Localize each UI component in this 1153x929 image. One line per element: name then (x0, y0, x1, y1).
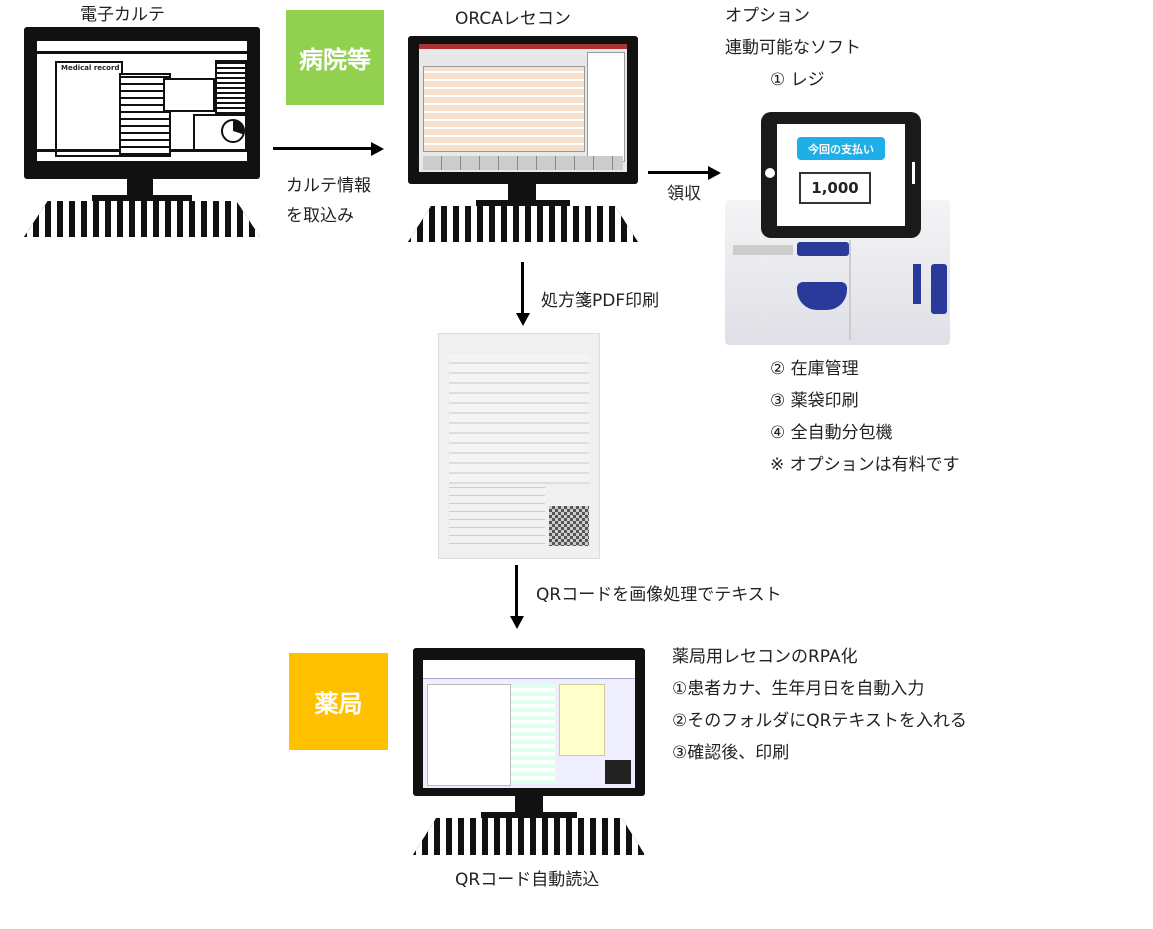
print-label: 処方箋PDF印刷 (541, 291, 660, 311)
arrow-orca-to-register (648, 171, 710, 174)
orca-title: ORCAレセコン (455, 9, 571, 29)
option-item-3: ③ 薬袋印刷 (770, 391, 859, 411)
arrow-emr-to-orca (273, 147, 373, 150)
register-tablet: 今回の支払い 1,000 (761, 112, 921, 238)
medical-record-heading: Medical record (61, 64, 120, 72)
arrow-prescription-to-pharmacy (515, 565, 518, 617)
pharmacy-box: 薬局 (289, 653, 388, 750)
orca-monitor (408, 36, 638, 242)
import-label-1: カルテ情報 (286, 176, 371, 196)
options-note: ※ オプションは有料です (770, 455, 960, 475)
options-line1: オプション (725, 6, 810, 26)
receipt-label: 領収 (667, 184, 701, 204)
prescription-image (438, 333, 600, 559)
rpa-step-3: ③確認後、印刷 (672, 743, 790, 763)
import-label-2: を取込み (286, 206, 354, 226)
rpa-title: 薬局用レセコンのRPA化 (672, 647, 858, 667)
option-item-2: ② 在庫管理 (770, 359, 859, 379)
rpa-step-2: ②そのフォルダにQRテキストを入れる (672, 711, 967, 731)
option-item-1: ① レジ (770, 70, 825, 90)
arrow-orca-to-prescription (521, 262, 524, 314)
emr-monitor: Medical record (24, 27, 260, 237)
qr-code-icon (549, 506, 589, 546)
payment-amount: 1,000 (799, 172, 871, 204)
payment-banner: 今回の支払い (797, 137, 885, 160)
qr-label: QRコードを画像処理でテキスト (536, 585, 782, 605)
rpa-step-1: ①患者カナ、生年月日を自動入力 (672, 679, 925, 699)
options-line2: 連動可能なソフト (725, 38, 861, 58)
option-item-4: ④ 全自動分包機 (770, 423, 893, 443)
hospital-box: 病院等 (286, 10, 384, 105)
pharmacy-monitor (413, 648, 645, 855)
emr-title: 電子カルテ (80, 5, 165, 25)
pharmacy-monitor-caption: QRコード自動読込 (455, 870, 600, 890)
